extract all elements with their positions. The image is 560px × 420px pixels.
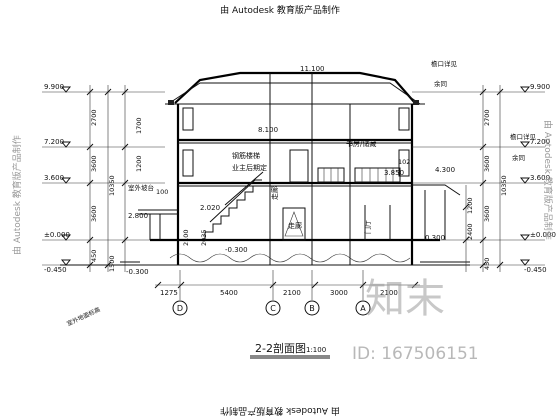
axis-a: A <box>360 304 366 313</box>
bottom-dim-3: 2100 <box>283 289 301 297</box>
left-level-2: 7.200 <box>44 138 64 146</box>
level-ground-left: -0.300 <box>225 246 248 254</box>
axis-c: C <box>270 304 276 313</box>
room-label-upper: 钢筋楼梯 <box>232 151 260 160</box>
right-dim-3: 3600 <box>483 205 491 222</box>
note-1: 檐口详见 <box>431 59 458 68</box>
left-inner-dim-3: 2100 <box>182 229 190 246</box>
note-3: 檐口详见 <box>510 132 537 141</box>
level-3850: 3.850 <box>384 169 404 177</box>
ridge-level: 11.100 <box>300 65 325 73</box>
level-ground-right: 0.300 <box>425 234 445 242</box>
drawing-scale: 1:100 <box>306 346 326 354</box>
ground-note: 室外地面标高 <box>65 305 101 327</box>
right-dim-4: 10350 <box>500 175 508 196</box>
level-low: -0.300 <box>126 268 149 276</box>
right-dim-7: 450 <box>483 258 491 270</box>
eave-level: 8.100 <box>258 126 278 134</box>
stair-note: 室外坡台 <box>128 183 154 192</box>
bottom-dim-1: 1275 <box>160 289 178 297</box>
watermark-top: 由 Autodesk 教育版产品制作 <box>220 4 340 16</box>
left-dim-3: 3600 <box>90 205 98 222</box>
left-dim-5: 450 <box>90 250 98 262</box>
bottom-dim-4: 3000 <box>330 289 348 297</box>
bottom-dim-5: 2100 <box>380 289 398 297</box>
right-level-3: 3.600 <box>530 174 550 182</box>
watermark-bottom: 由 Autodesk 教育版产品制作 <box>220 405 340 417</box>
left-dim-1: 2700 <box>90 109 98 126</box>
right-level-1: 9.900 <box>530 83 550 91</box>
bottom-dimension-lines <box>154 270 420 316</box>
corridor-label-2: 走廊 <box>288 221 302 230</box>
level-4300: 4.300 <box>435 166 455 174</box>
room-label-upper2: 业主后期定 <box>232 163 267 172</box>
left-dim-4: 10350 <box>108 175 116 196</box>
left-inner-dim-1: 1700 <box>135 117 143 134</box>
note-4: 余同 <box>512 153 525 162</box>
right-dim-6: 2400 <box>466 223 474 240</box>
site-logo: 知末 <box>365 276 445 322</box>
left-dim-6: 1500 <box>108 255 116 272</box>
right-dim-5: 1200 <box>466 197 474 214</box>
left-level-5: -0.450 <box>44 266 67 274</box>
level-2800: 2.800 <box>128 212 148 220</box>
watermark-right: 由 Autodesk 教育版产品制作 <box>542 120 554 240</box>
right-level-5: -0.450 <box>524 266 547 274</box>
left-level-3: 3.600 <box>44 174 64 182</box>
dim-102: 102 <box>398 158 410 166</box>
left-inner-dim-2: 1200 <box>135 155 143 172</box>
left-level-1: 9.900 <box>44 83 64 91</box>
right-dim-1: 2700 <box>483 109 491 126</box>
dim-100: 100 <box>156 188 168 196</box>
right-elevation-markers <box>412 85 545 272</box>
right-level-4: ±0.000 <box>530 231 556 239</box>
window-label: 门厅 <box>363 220 372 234</box>
bottom-dim-2: 5400 <box>220 289 238 297</box>
left-inner-dim-4: 2035 <box>200 229 208 246</box>
drawing-title: 2-2剖面图 <box>255 341 306 355</box>
right-dim-2: 3600 <box>483 155 491 172</box>
axis-d: D <box>177 304 183 313</box>
axis-b: B <box>309 304 315 313</box>
left-level-4: ±0.000 <box>44 231 70 239</box>
right-level-2: 7.200 <box>530 138 550 146</box>
note-2: 余同 <box>434 79 447 88</box>
watermark-left: 由 Autodesk 教育版产品制作 <box>11 135 23 255</box>
corridor-label-1: 走廊 <box>270 186 279 200</box>
building-section <box>60 71 470 266</box>
level-2020: 2.020 <box>200 204 220 212</box>
site-id: ID: 167506151 <box>352 344 479 364</box>
room-label-study: 书房/储藏 <box>346 139 376 148</box>
left-dim-2: 3600 <box>90 155 98 172</box>
